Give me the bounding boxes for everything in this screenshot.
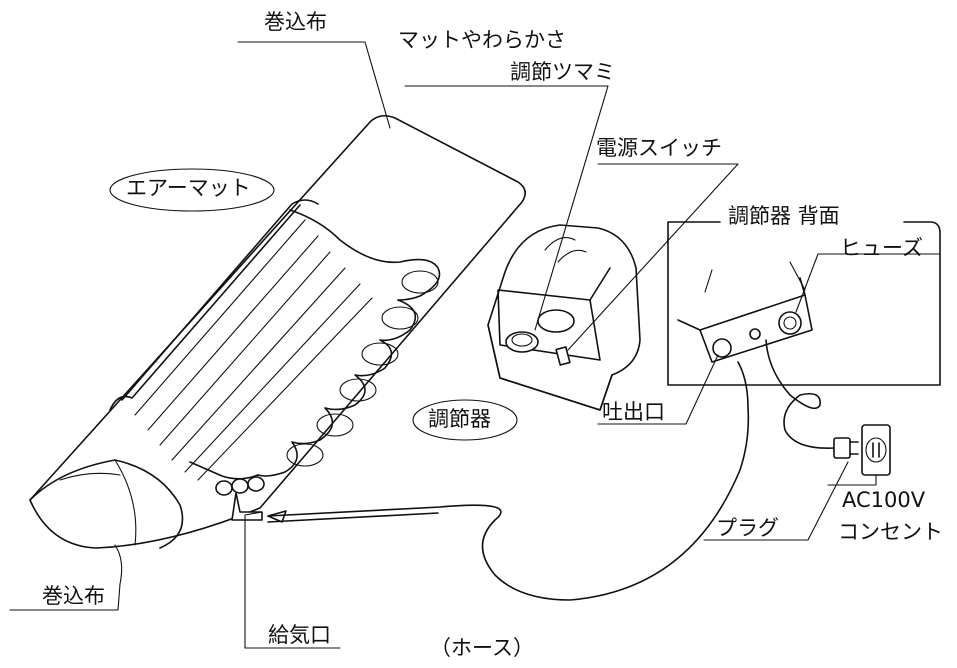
label-makikomi-top: 巻込布 (264, 10, 327, 34)
air-mat-illustration (29, 114, 526, 549)
label-ac-voltage: AC100V (842, 488, 926, 512)
leader-lines (9, 41, 941, 649)
label-makikomi-bottom: 巻込布 (42, 584, 105, 608)
controller-illustration (487, 224, 641, 411)
label-mat-knob-line2: 調節ツマミ (510, 60, 615, 84)
label-fuse: ヒューズ (840, 236, 923, 260)
label-mat-knob-line1: マットやわらかさ (398, 28, 566, 52)
label-intake-port: 給気口 (268, 623, 331, 647)
hose (267, 361, 750, 601)
label-air-mat: エアーマット (126, 176, 251, 200)
label-consent: コンセント (838, 520, 943, 544)
intake-connectors (215, 476, 265, 521)
power-cord (765, 339, 891, 476)
label-controller: 調節器 (428, 407, 491, 431)
label-plug: プラグ (716, 516, 779, 540)
controller-back-panel (667, 221, 941, 386)
label-hose: （ホース） (430, 636, 534, 660)
label-power-switch: 電源スイッチ (596, 136, 722, 160)
air-mat-tubes (109, 199, 441, 481)
label-outlet-port: 吐出口 (602, 400, 665, 424)
label-controller-back: 調節器 背面 (728, 204, 840, 228)
